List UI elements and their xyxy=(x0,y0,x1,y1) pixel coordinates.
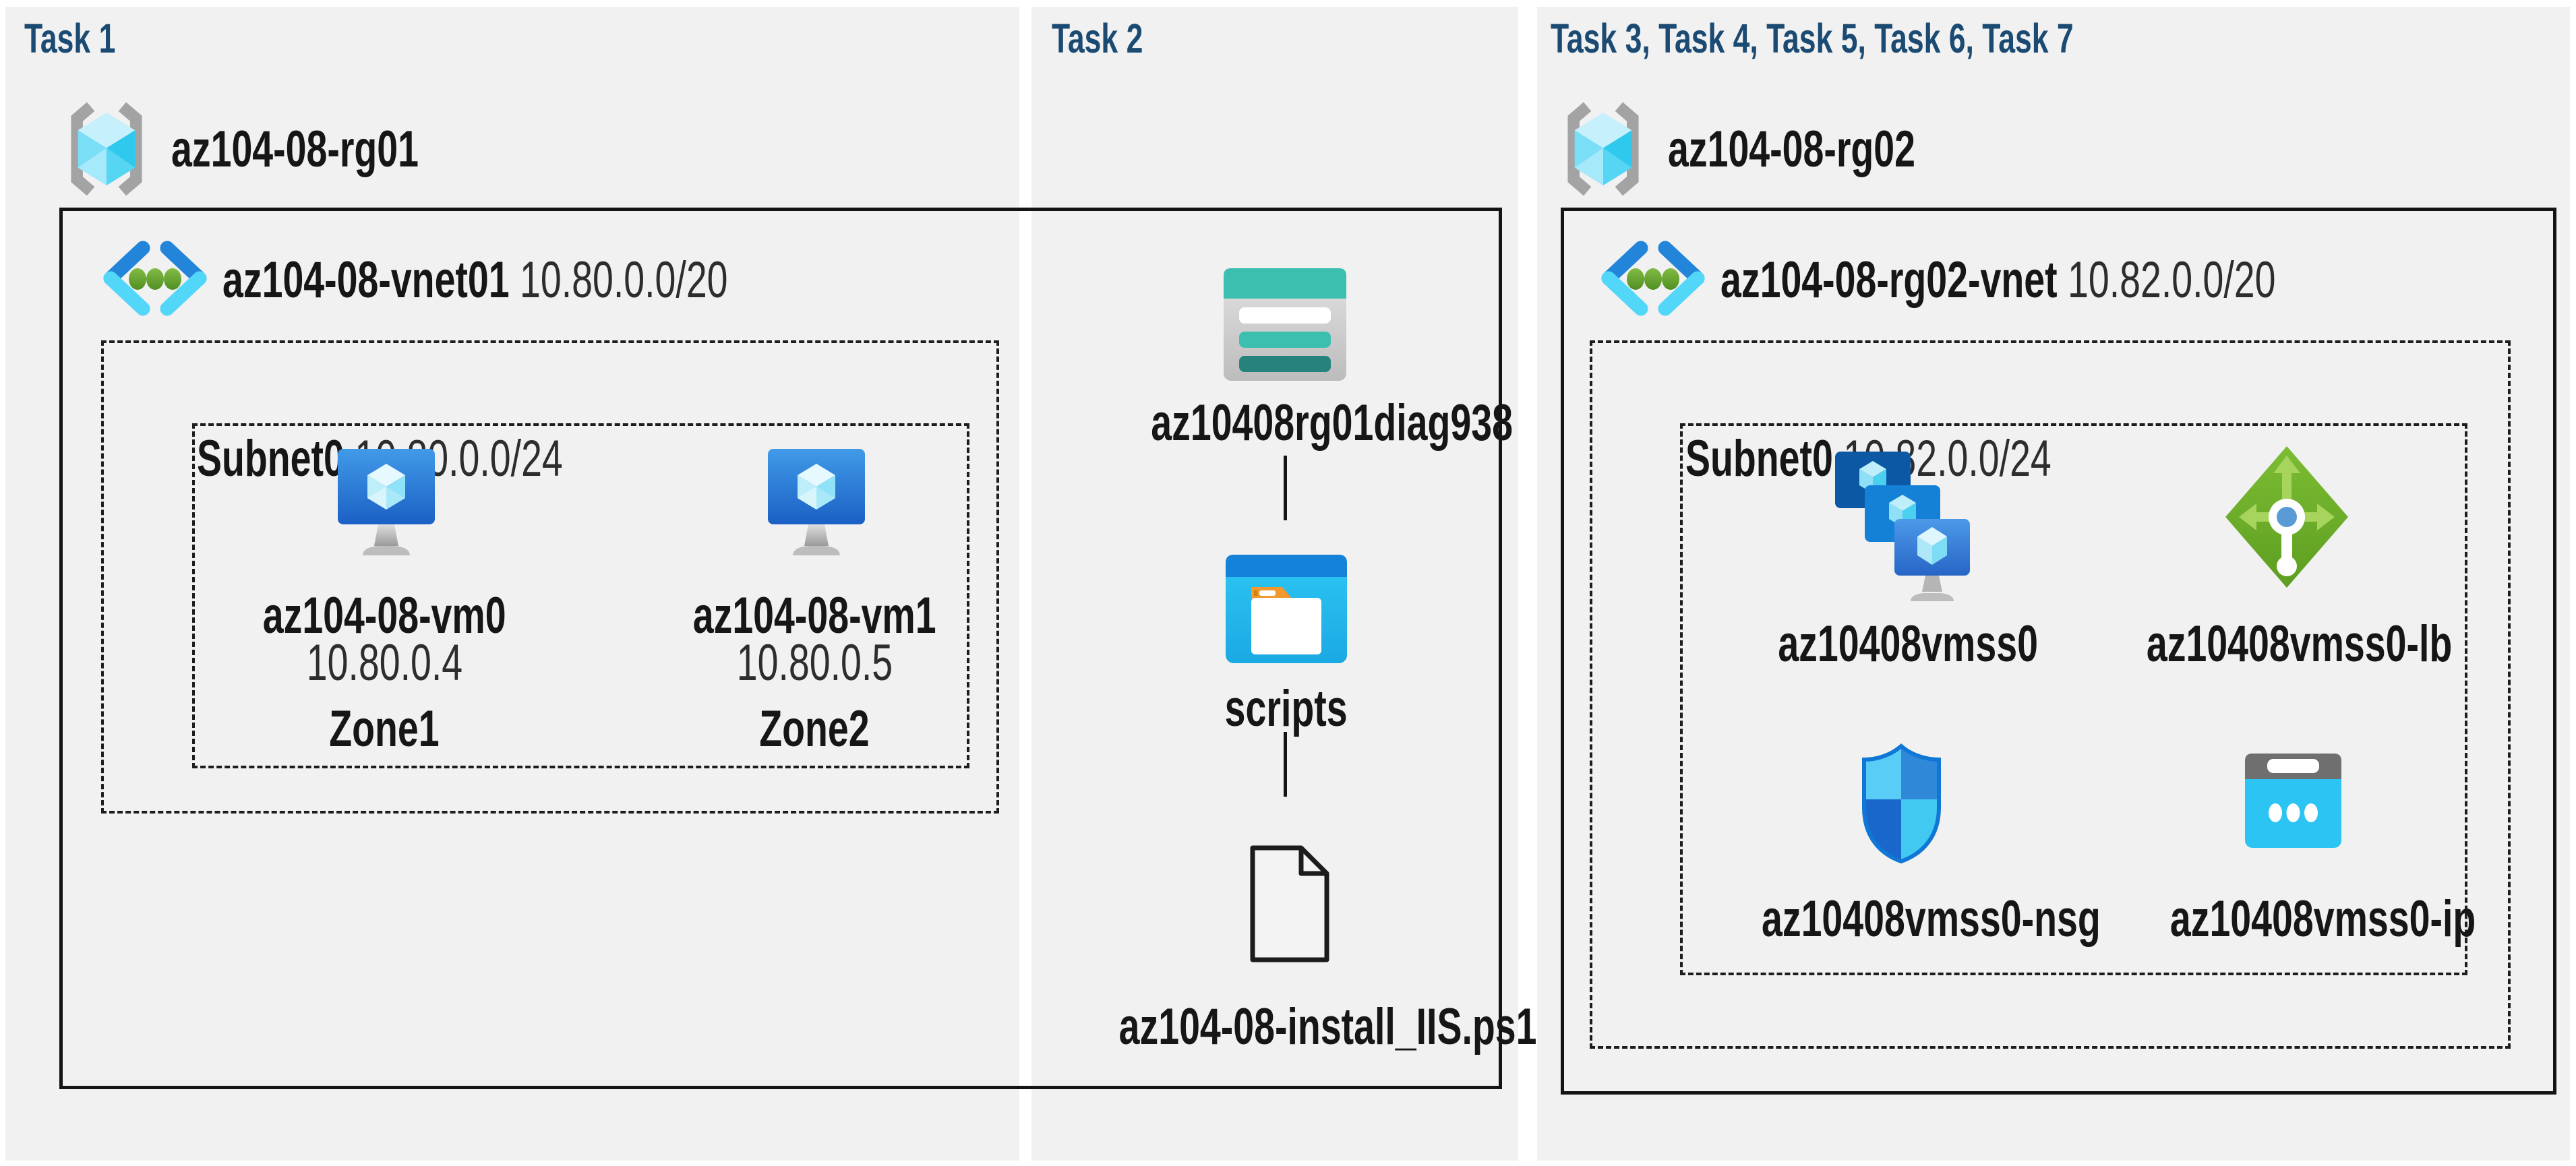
vm-zone-box xyxy=(192,423,969,768)
load-balancer-icon xyxy=(2225,446,2348,588)
rg01-label: az104-08-rg01 xyxy=(171,121,419,178)
network-security-group-icon xyxy=(1862,743,1941,864)
vnet02-boundary-box xyxy=(1561,208,2556,1095)
vm0-zone: Zone1 xyxy=(329,700,440,758)
vm-scale-set-icon xyxy=(1835,452,1970,601)
vmss-label: az10408vmss0 xyxy=(1778,615,2038,673)
storage-account-icon xyxy=(1224,268,1346,381)
virtual-machine-icon-vm0 xyxy=(338,449,435,555)
vm0-ip: 10.80.0.4 xyxy=(306,634,462,692)
panel-task1 xyxy=(5,7,1019,1161)
connector-scripts-file xyxy=(1284,732,1287,797)
vm1-zone: Zone2 xyxy=(759,700,870,758)
task2-title: Task 2 xyxy=(1052,16,1143,61)
vm1-name: az104-08-vm1 xyxy=(692,587,936,644)
task3-7-title: Task 3, Task 4, Task 5, Task 6, Task 7 xyxy=(1551,16,2074,61)
virtual-machine-icon-vm1 xyxy=(768,449,865,555)
scripts-folder-icon xyxy=(1226,555,1347,663)
vm0-name: az104-08-vm0 xyxy=(262,587,506,644)
subnet0-box-left xyxy=(101,340,999,814)
resource-group-icon-rg02 xyxy=(1567,102,1639,196)
connector-storage-scripts xyxy=(1284,456,1287,520)
vnet01-label: az104-08-vnet01 10.80.0.0/20 xyxy=(222,251,728,309)
virtual-network-icon xyxy=(103,241,207,316)
subnet0-box-right xyxy=(1590,340,2511,1049)
vmss-resources-box xyxy=(1680,423,2467,975)
vnet02-label: az104-08-rg02-vnet 10.82.0.0/20 xyxy=(1720,251,2276,309)
load-balancer-label: az10408vmss0-lb xyxy=(2146,615,2453,673)
vm1-ip: 10.80.0.5 xyxy=(736,634,893,692)
public-ip-icon xyxy=(2245,754,2341,848)
script-file-label: az104-08-install_IIS.ps1 xyxy=(1118,998,1537,1055)
resource-group-icon xyxy=(71,102,142,196)
public-ip-label: az10408vmss0-ip xyxy=(2169,890,2476,948)
script-file-icon xyxy=(1250,845,1329,962)
scripts-folder-label: scripts xyxy=(1225,680,1348,737)
virtual-network-icon-rg02 xyxy=(1601,241,1705,316)
task1-title: Task 1 xyxy=(24,16,116,61)
storage-account-label: az10408rg01diag938 xyxy=(1151,394,1513,452)
rg02-label: az104-08-rg02 xyxy=(1668,121,1916,178)
panel-task3 xyxy=(1537,7,2570,1161)
nsg-label: az10408vmss0-nsg xyxy=(1761,890,2101,948)
vnet01-boundary-box xyxy=(59,208,1502,1089)
